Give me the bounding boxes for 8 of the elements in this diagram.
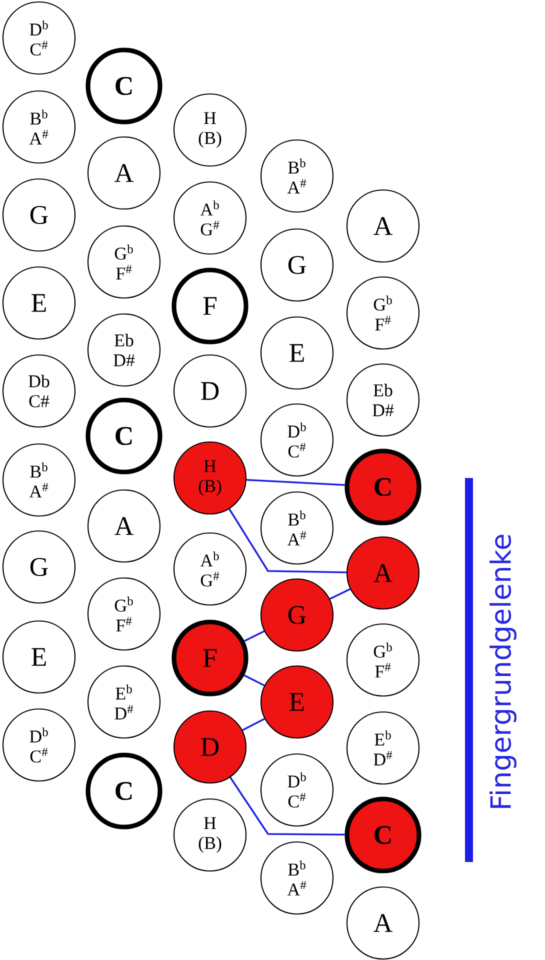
vertical-label: Fingergrundgelenke bbox=[490, 534, 516, 808]
connector-line bbox=[244, 674, 265, 686]
connector-line bbox=[244, 630, 265, 642]
connector-line bbox=[246, 479, 345, 486]
connector-line bbox=[228, 508, 346, 574]
connector-line bbox=[230, 776, 345, 836]
connector-line bbox=[242, 718, 265, 731]
connector-line bbox=[329, 588, 351, 600]
